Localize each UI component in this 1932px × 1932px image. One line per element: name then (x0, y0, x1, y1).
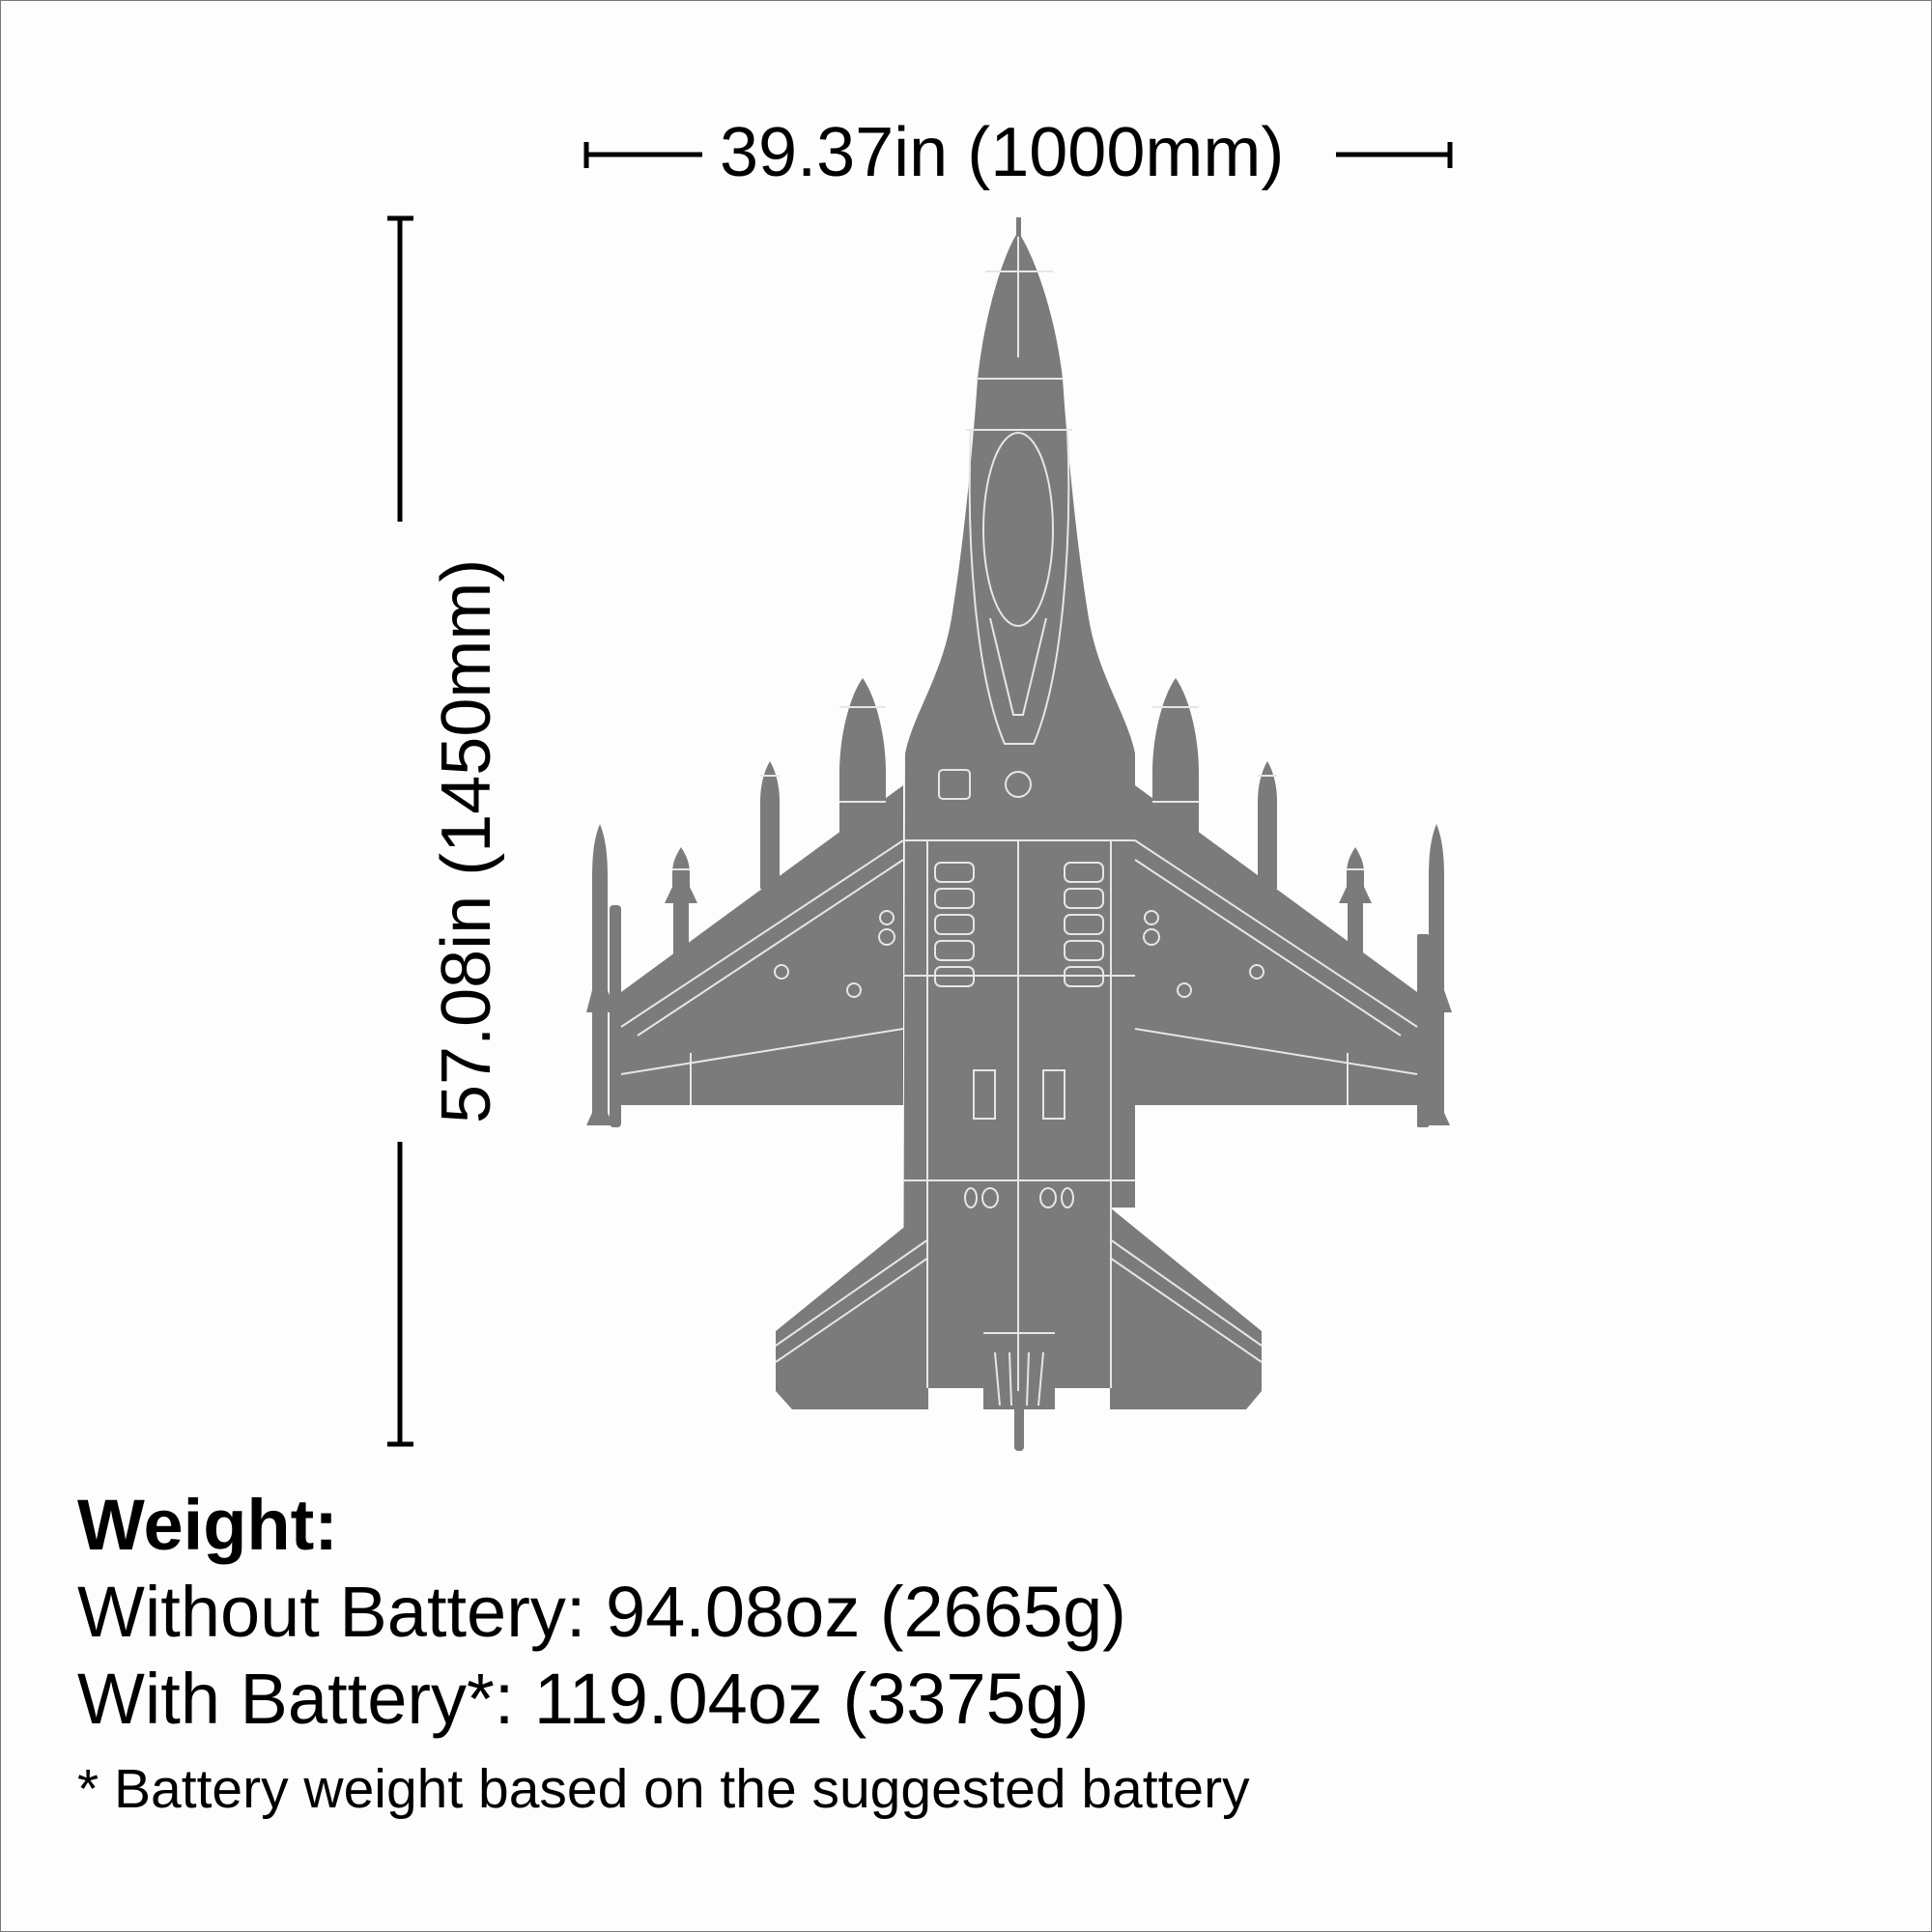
battery-footnote: * Battery weight based on the suggested … (77, 1758, 1250, 1820)
wingspan-dimension-line (583, 142, 1453, 168)
jet-fighter-icon (586, 217, 1452, 1451)
wingspan-label: 39.37in (1000mm) (720, 114, 1285, 191)
length-label: 57.08in (1450mm) (428, 558, 505, 1123)
weight-without-battery: Without Battery: 94.08oz (2665g) (77, 1572, 1126, 1652)
length-dimension-line (387, 215, 413, 1447)
length-label-container: 57.08in (1450mm) (428, 559, 505, 1123)
weight-heading: Weight: (77, 1485, 338, 1565)
weight-with-battery: With Battery*: 119.04oz (3375g) (77, 1659, 1090, 1739)
aircraft-panel-lines (620, 237, 1418, 1406)
